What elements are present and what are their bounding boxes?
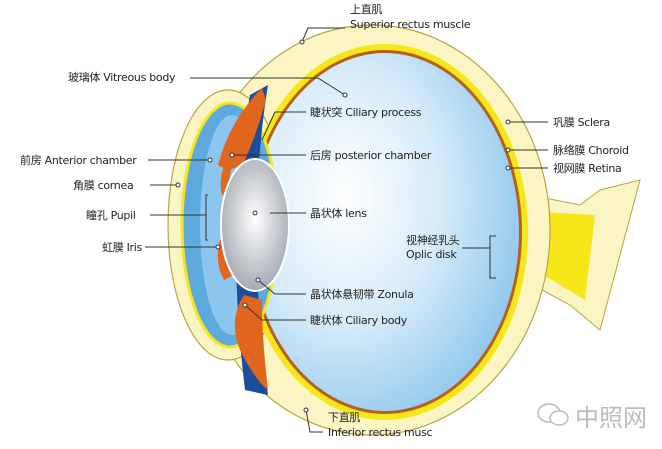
label-sclera: 巩膜 Sclera [553,116,610,129]
label-zonula: 晶状体悬韧带 Zonula [310,288,414,301]
label-retina: 视网膜 Retina [553,162,622,175]
label-superior-rectus-en: Superior rectus muscle [350,18,471,31]
ciliary-body-upper [218,88,266,169]
label-choroid: 脉络膜 Choroid [553,144,629,157]
label-cornea: 角膜 cornea [73,179,134,192]
lens [220,158,290,292]
label-inferior-rectus-en: Inferior rectus musc [328,426,433,439]
leader-lines [145,27,548,433]
label-ciliary-process: 睫状突 Ciliary process [310,106,422,119]
label-iris: 虹膜 Iris [102,241,142,254]
vitreous-body [251,53,519,411]
ciliary-body-lower [234,295,268,390]
label-ciliary-body: 睫状体 Ciliary body [310,314,408,327]
label-lens: 晶状体 lens [310,207,367,220]
iris-lower [217,240,232,280]
label-anterior-chamber: 前房 Anterior chamber [20,154,137,167]
watermark: 中照网 [575,404,647,432]
label-optic-disk-cn: 视神经乳头 [406,234,460,247]
label-vitreous-body: 玻璃体 Vitreous body [68,71,176,84]
label-posterior-chamber: 后房 posterior chamber [310,149,432,162]
iris-upper [220,160,234,195]
wechat-icon [537,403,569,426]
label-superior-rectus-cn: 上直肌 [350,3,383,16]
label-pupil: 瞳孔 Pupil [86,209,136,222]
label-optic-disk-en: Oplic disk [406,248,457,261]
leader-dots [175,39,511,413]
label-inferior-rectus-cn: 下直肌 [328,411,361,424]
